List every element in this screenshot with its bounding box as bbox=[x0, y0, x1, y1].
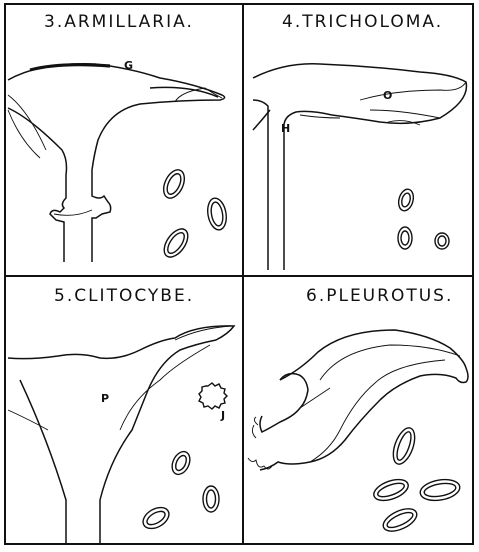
panel-title-tricholoma: 4.TRICHOLOMA. bbox=[282, 12, 443, 32]
panel-title-pleurotus: 6.PLEUROTUS. bbox=[306, 286, 453, 306]
label-j: J bbox=[221, 409, 225, 422]
pleurotus-drawing bbox=[248, 330, 468, 470]
panel-title-clitocybe: 5.CLITOCYBE. bbox=[54, 286, 194, 306]
clitocybe-spores bbox=[139, 383, 227, 533]
label-h: H bbox=[281, 122, 290, 135]
label-g: G bbox=[124, 59, 133, 72]
pleurotus-spores bbox=[371, 425, 461, 536]
armillaria-drawing bbox=[8, 64, 225, 262]
armillaria-spores bbox=[159, 167, 228, 262]
tricholoma-drawing bbox=[253, 64, 466, 270]
label-p: P bbox=[101, 392, 109, 405]
clitocybe-drawing bbox=[8, 326, 234, 544]
panel-title-armillaria: 3.ARMILLARIA. bbox=[44, 12, 194, 32]
tricholoma-spores bbox=[396, 188, 449, 249]
label-o: O bbox=[383, 89, 392, 102]
